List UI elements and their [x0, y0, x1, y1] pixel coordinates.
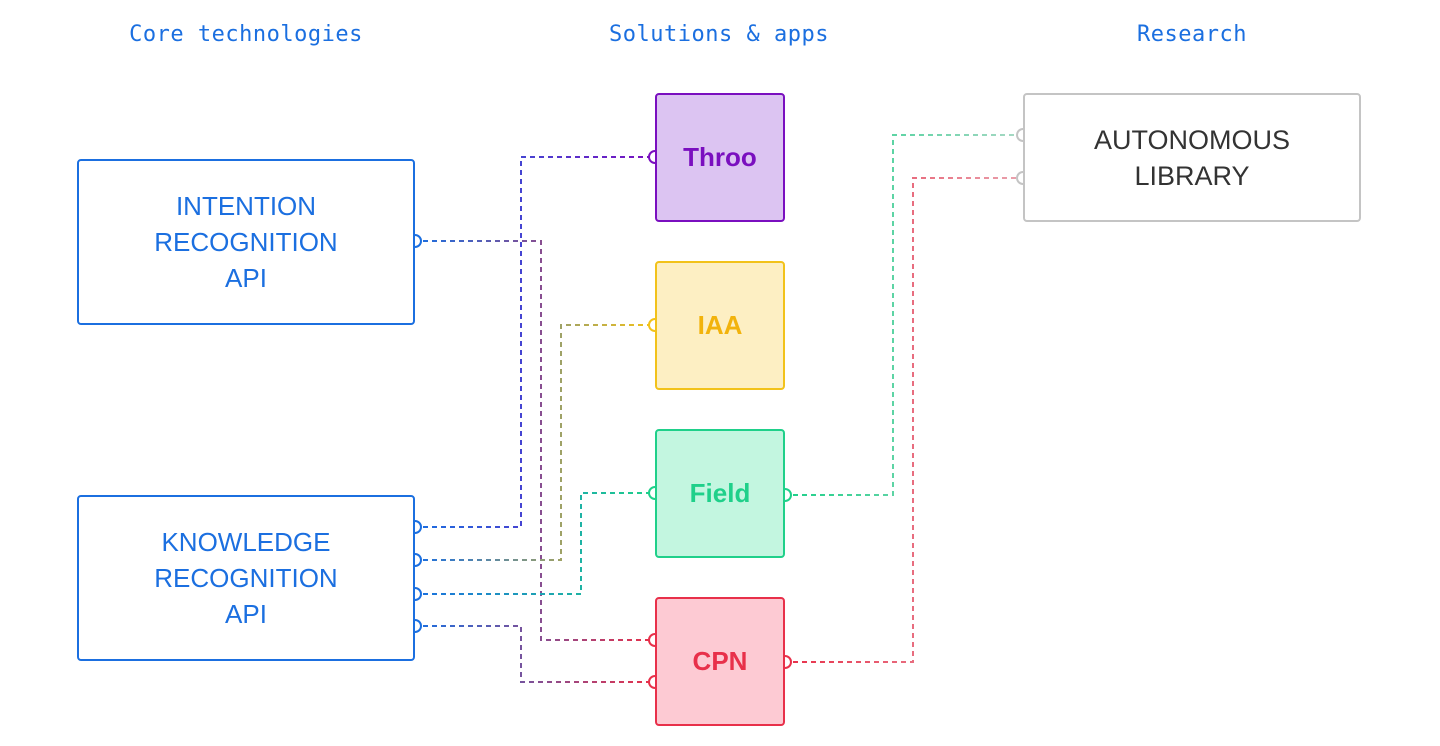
port-intention-out	[414, 234, 422, 248]
port-throo-in	[648, 150, 656, 164]
link-knowledge-to-field	[423, 492, 650, 595]
intention-recognition-api-label: INTENTION RECOGNITION API	[154, 191, 338, 293]
column-heading-core-technologies: Core technologies	[129, 22, 363, 47]
port-iaa-in	[648, 318, 656, 332]
autonomous-library-label: AUTONOMOUS LIBRARY	[1093, 124, 1290, 191]
port-library-in-1	[1016, 128, 1024, 142]
intention-recognition-api-node: INTENTION RECOGNITION API	[77, 159, 415, 325]
column-heading-solutions-apps: Solutions & apps	[609, 22, 829, 47]
port-knowledge-out-4	[414, 619, 422, 633]
autonomous-library-node: AUTONOMOUS LIBRARY	[1023, 93, 1361, 222]
port-knowledge-out-2	[414, 553, 422, 567]
iaa-node: IAA	[655, 261, 785, 390]
throo-label: Throo	[683, 142, 757, 172]
knowledge-recognition-api-label: KNOWLEDGE RECOGNITION API	[154, 527, 338, 629]
throo-node: Throo	[655, 93, 785, 222]
port-field-out	[784, 488, 792, 502]
link-knowledge-to-iaa	[423, 324, 650, 561]
link-field-to-autonomous-library	[793, 134, 1018, 496]
port-cpn-out	[784, 655, 792, 669]
column-heading-research: Research	[1137, 22, 1247, 47]
field-label: Field	[689, 478, 751, 508]
port-cpn-in-1	[648, 633, 656, 647]
field-node: Field	[655, 429, 785, 558]
knowledge-recognition-api-node: KNOWLEDGE RECOGNITION API	[77, 495, 415, 661]
cpn-label: CPN	[692, 646, 748, 676]
link-intention-to-cpn	[423, 240, 650, 641]
link-knowledge-to-throo	[423, 156, 650, 528]
iaa-label: IAA	[697, 310, 743, 340]
port-cpn-in-2	[648, 675, 656, 689]
cpn-node: CPN	[655, 597, 785, 726]
port-knowledge-out-3	[414, 587, 422, 601]
link-cpn-to-autonomous-library	[793, 177, 1018, 663]
port-knowledge-out-1	[414, 520, 422, 534]
link-knowledge-to-cpn	[423, 625, 650, 683]
port-library-in-2	[1016, 171, 1024, 185]
port-field-in	[648, 486, 656, 500]
